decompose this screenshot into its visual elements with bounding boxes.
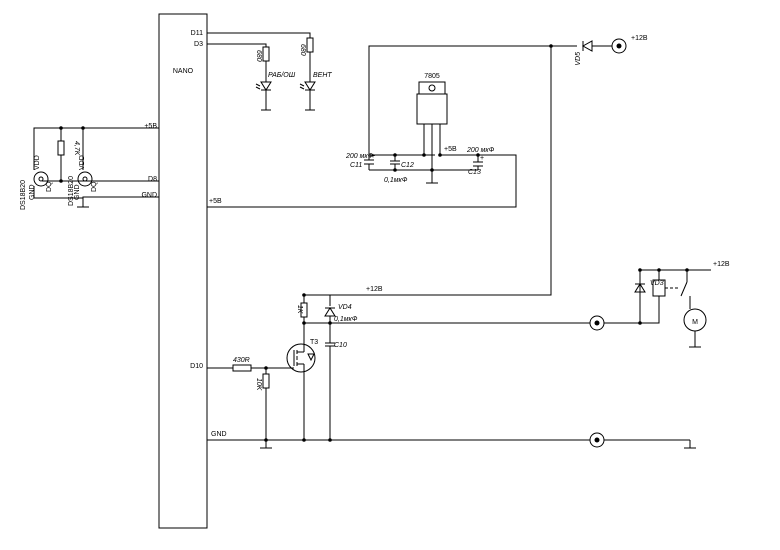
diode-vd3 (634, 283, 646, 293)
nano-label: NANO (173, 68, 194, 75)
resistor-1k-value: 1K (296, 305, 303, 314)
resistor-430r (232, 364, 252, 372)
regulator-7805 (416, 93, 448, 125)
sensor-2-label: DS18B20 (68, 176, 75, 206)
resistor-10k (262, 373, 270, 389)
pin-d10-label: D10 (190, 363, 203, 370)
vd5-label: VD5 (575, 52, 582, 66)
c11-label: C11 (350, 162, 362, 169)
c13-label: C13 (468, 169, 481, 176)
sensor-2-gnd-pin: GND (74, 184, 81, 200)
resistor-work-value: 680 (255, 50, 262, 62)
regulator-out-label: +5В (444, 146, 457, 153)
c13-value: 200 мкФ (466, 147, 495, 154)
c10-label: C10 (334, 342, 347, 349)
sensor-1-gnd-pin: GND (29, 184, 36, 200)
led-work-circuit: 680 РАБ/ОШ (207, 43, 296, 111)
power-input: +12В VD5 +12В (303, 35, 648, 303)
c12-label: C12 (401, 162, 414, 169)
p12v-right-label: +12В (713, 261, 730, 268)
pin-5v-right-label: +5В (209, 198, 222, 205)
pin-d8-label: D8 (148, 176, 157, 183)
resistor-fan-value: 680 (299, 44, 306, 56)
resistor-10k-value: 10K (255, 378, 262, 391)
sensor-1-dq-pin: DQ (46, 181, 53, 192)
c13-plus: + (480, 155, 484, 162)
led-work (260, 81, 272, 91)
c10-value: 0,1мкФ (334, 316, 358, 323)
sensor-2-dq-pin: DQ (91, 181, 98, 192)
temperature-sensors: 4,7K DS18B20 DS18B20 GND DQ VDD GND DQ V… (20, 126, 159, 210)
resistor-fan (306, 37, 314, 53)
sensor-1-label: DS18B20 (20, 180, 27, 210)
pin-gnd-left-label: GND (141, 192, 157, 199)
sensor-ds18b20-1 (33, 171, 49, 187)
pin-gnd-bottom-label: GND (211, 431, 227, 438)
vd3-label: VD3 (650, 280, 664, 287)
led-fan-circuit: 680 ВЕНТ (207, 32, 332, 111)
pin-d3-label: D3 (194, 41, 203, 48)
t3-label: T3 (310, 339, 318, 346)
sensor-ds18b20-2 (77, 171, 93, 187)
power-terminal-12v (611, 38, 627, 54)
mosfet-t3 (286, 343, 316, 373)
diode-vd4 (324, 307, 336, 317)
sensor-1-vdd-pin: VDD (34, 155, 41, 170)
output-terminals (589, 315, 696, 449)
p12v-mid-label: +12В (366, 286, 383, 293)
mosfet-driver: 1K VD4 0,1мкФ C10 430R 10K T3 (207, 293, 590, 449)
resistor-pullup (57, 140, 65, 156)
regulator-label: 7805 (424, 73, 440, 80)
vd4-label: VD4 (338, 304, 352, 311)
led-fan (304, 81, 316, 91)
relay-contact (680, 281, 688, 297)
pin-d11-label: D11 (191, 30, 203, 37)
c12-value: 0,1мкФ (384, 177, 408, 184)
pin-5v-left-label: +5В (144, 123, 157, 130)
motor-symbol: M (692, 319, 698, 326)
relay-circuit: M +12В VD3 (604, 261, 730, 348)
c11-value: 200 мкФ (345, 153, 374, 160)
resistor-430r-value: 430R (233, 357, 250, 364)
sensor-2-vdd-pin: VDD (79, 155, 86, 170)
led-fan-label: ВЕНТ (313, 72, 332, 79)
resistor-work (262, 46, 270, 62)
diode-vd5 (581, 40, 593, 52)
c11-plus: + (371, 153, 375, 160)
led-work-label: РАБ/ОШ (268, 72, 296, 79)
nano-module (158, 13, 208, 529)
power-12v-label: +12В (631, 35, 648, 42)
regulator-tab (418, 81, 446, 95)
resistor-pullup-value: 4,7K (73, 141, 80, 156)
regulator-section: + + 7805 +5В 200 мкФ C11 C12 0,1мкФ 20 (207, 44, 553, 208)
